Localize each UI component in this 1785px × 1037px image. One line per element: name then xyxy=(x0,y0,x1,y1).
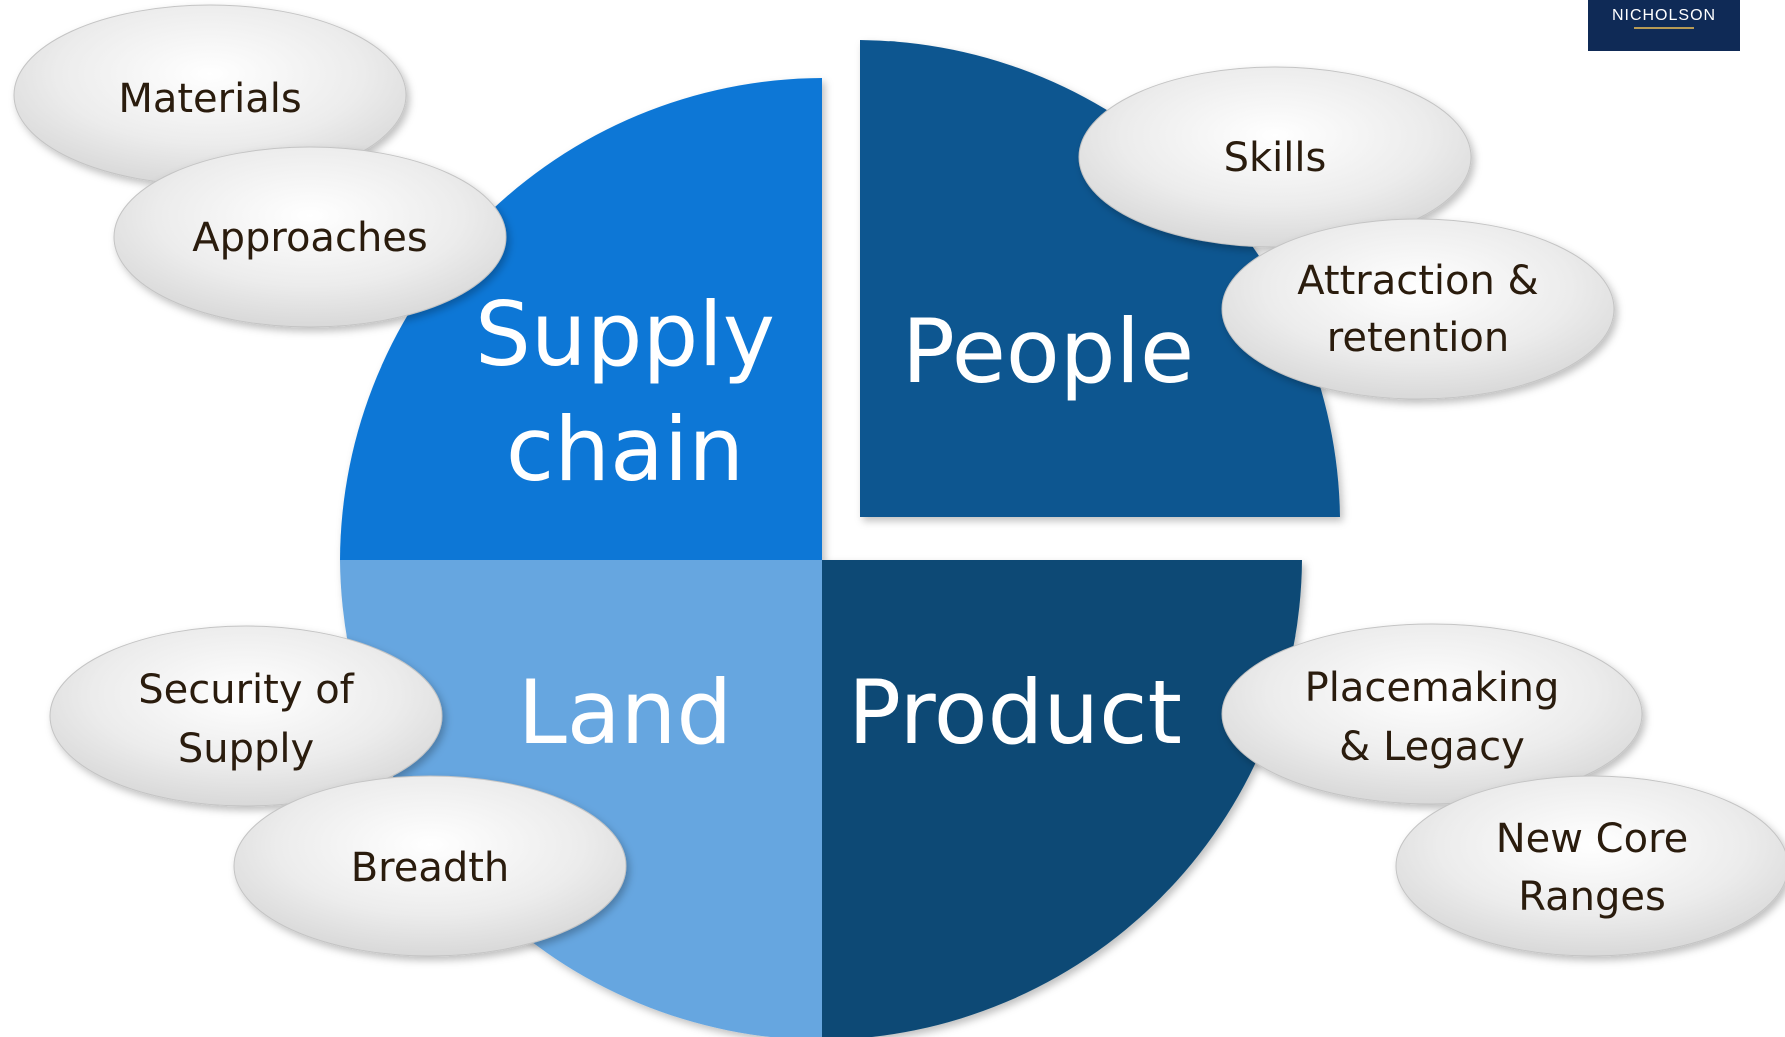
logo-text: NICHOLSON xyxy=(1612,7,1716,24)
quadrants xyxy=(340,40,1340,1037)
company-logo: NICHOLSON xyxy=(1588,0,1740,51)
bubble-breadth-label: Breadth xyxy=(351,845,510,891)
bubble-placemaking-legacy-shape xyxy=(1221,623,1643,805)
bubble-security-of-supply: Security of Supply xyxy=(49,625,443,807)
quadrant-supply-chain xyxy=(340,78,822,560)
bubble-security-of-supply-line2: Supply xyxy=(178,726,314,772)
quadrant-label-land: Land xyxy=(518,661,733,764)
quadrant-label-people: People xyxy=(902,300,1194,403)
quadrant-label-supply-chain-line2: chain xyxy=(506,398,744,501)
bubble-breadth-shape xyxy=(233,775,627,957)
logo-badge xyxy=(1588,0,1740,51)
quadrant-label-supply-chain-line1: Supply xyxy=(475,283,775,386)
bubble-approaches-label: Approaches xyxy=(192,215,428,261)
bubble-attraction-retention-shape xyxy=(1221,218,1615,400)
bubble-placemaking-legacy-line2: & Legacy xyxy=(1339,724,1525,770)
bubble-materials-label: Materials xyxy=(118,76,301,122)
bubble-new-core-ranges-line2: Ranges xyxy=(1518,874,1666,920)
bubble-attraction-retention: Attraction & retention xyxy=(1221,218,1615,400)
quadrant-product xyxy=(822,560,1302,1037)
bubble-new-core-ranges-shape xyxy=(1395,775,1785,957)
bubble-skills: Skills xyxy=(1078,66,1472,248)
bubble-attraction-retention-line1: Attraction & xyxy=(1297,258,1539,304)
bubble-new-core-ranges-line1: New Core xyxy=(1496,816,1689,862)
bubble-breadth: Breadth xyxy=(233,775,627,957)
bubble-new-core-ranges: New Core Ranges xyxy=(1395,775,1785,957)
bubble-skills-label: Skills xyxy=(1224,135,1327,181)
bubble-security-of-supply-line1: Security of xyxy=(138,667,354,713)
quadrant-land xyxy=(340,560,822,1037)
bubble-approaches: Approaches xyxy=(113,146,507,328)
bubble-security-of-supply-shape xyxy=(49,625,443,807)
quadrant-label-product: Product xyxy=(848,661,1182,764)
bubble-attraction-retention-line2: retention xyxy=(1327,315,1509,361)
bubble-approaches-shape xyxy=(113,146,507,328)
bubble-placemaking-legacy-line1: Placemaking xyxy=(1305,665,1560,711)
bubble-placemaking-legacy: Placemaking & Legacy xyxy=(1221,623,1643,805)
quadrant-people xyxy=(860,40,1340,517)
logo-underline xyxy=(1634,27,1694,29)
